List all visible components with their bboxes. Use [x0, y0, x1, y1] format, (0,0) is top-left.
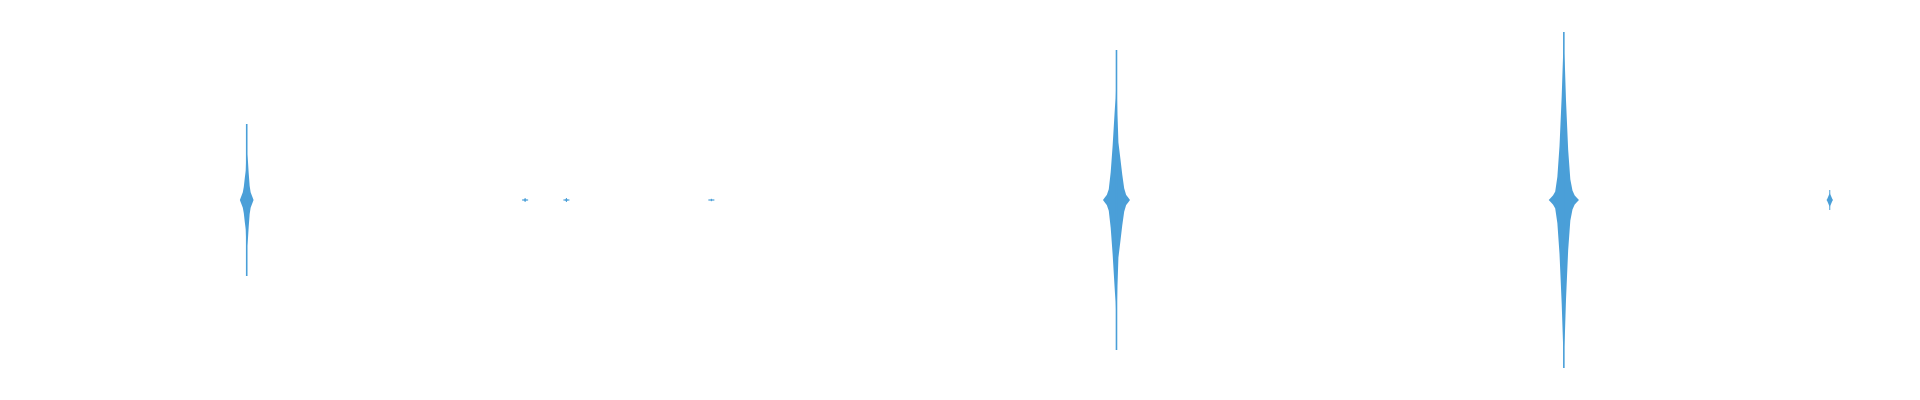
waveform-burst	[239, 124, 254, 276]
waveform-burst	[563, 198, 570, 202]
waveform-burst	[1102, 50, 1130, 350]
waveform-bursts	[239, 32, 1833, 368]
waveform-burst	[708, 198, 715, 202]
waveform-burst	[1548, 32, 1579, 368]
waveform-burst	[522, 198, 529, 202]
waveform-burst	[1826, 190, 1833, 210]
